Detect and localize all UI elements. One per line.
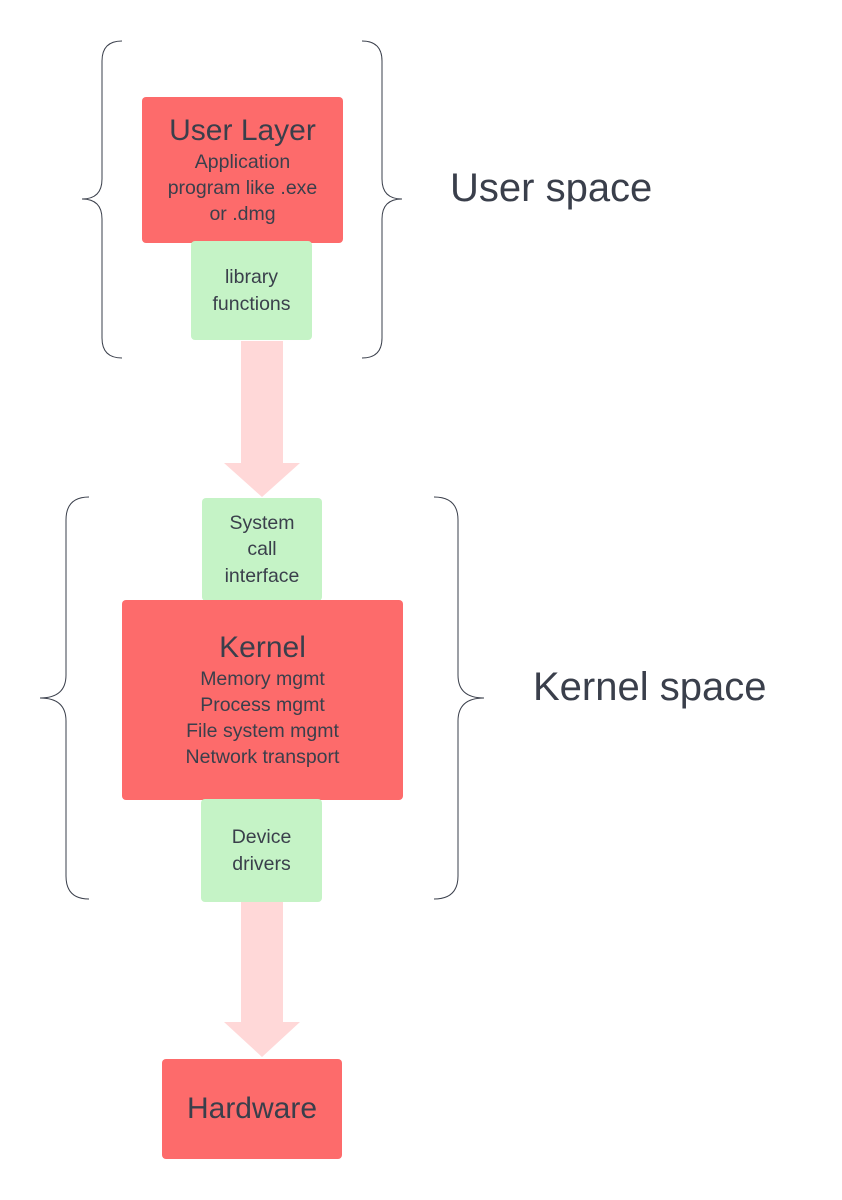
system-call-interface-box: System call interface [202,498,322,601]
kernel-space-right-brace [433,496,485,900]
kernel-line: File system mgmt [186,720,339,742]
device-drivers-line: drivers [232,852,291,875]
device-drivers-box: Device drivers [201,799,322,902]
library-functions-line: functions [212,292,291,315]
kernel-space-left-brace [39,496,90,900]
system-call-interface-text: System call interface [225,510,300,590]
user-space-label: User space [450,166,653,210]
user-space-left-brace [81,40,123,359]
user-space-right-brace [361,40,403,359]
kernel-box: Kernel Memory mgmt Process mgmt File sys… [122,600,403,800]
system-call-interface-line: System [229,511,295,534]
kernel-description: Memory mgmt Process mgmt File system mgm… [186,666,340,770]
kernel-line: Memory mgmt [200,668,325,690]
user-layer-box: User Layer Application program like .exe… [142,97,343,243]
device-drivers-text: Device drivers [232,824,292,877]
user-layer-title: User Layer [169,114,316,147]
library-functions-box: library functions [191,241,312,340]
downward-arrow-kernel-to-hardware [224,900,300,1057]
system-call-interface-line: interface [224,564,300,587]
system-call-interface-line: call [247,538,277,561]
hardware-box: Hardware [162,1059,342,1159]
user-layer-line: Application [194,151,291,173]
user-layer-line: program like .exe [167,177,318,199]
hardware-title: Hardware [186,1092,318,1125]
user-layer-line: or .dmg [209,203,276,225]
user-layer-description: Application program like .exe or .dmg [168,149,318,227]
device-drivers-line: Device [231,826,292,848]
kernel-space-label: Kernel space [533,665,767,709]
kernel-line: Network transport [185,746,340,768]
library-functions-line: library [224,266,279,288]
kernel-title: Kernel [219,631,306,664]
downward-arrow-user-to-kernel [224,341,300,497]
library-functions-text: library functions [212,264,290,317]
kernel-line: Process mgmt [200,694,325,716]
